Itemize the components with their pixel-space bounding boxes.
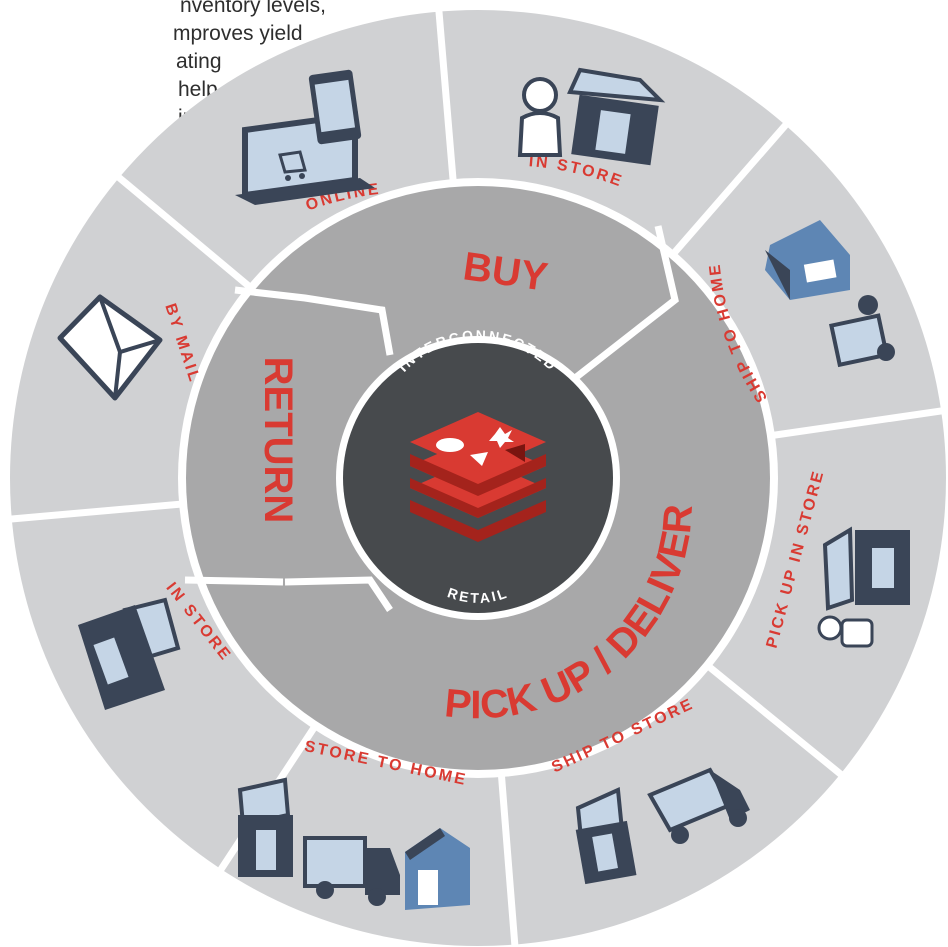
stack-logo-icon xyxy=(410,412,546,542)
phase-return-label: RETURN xyxy=(256,357,300,524)
store-truck-icon xyxy=(575,767,750,885)
laptop-phone-icon xyxy=(235,69,375,205)
store-return-icon xyxy=(78,597,181,710)
center-bottom-label: RETAIL xyxy=(445,584,510,606)
person-store-icon xyxy=(517,67,666,166)
intro-line: help xyxy=(178,78,218,101)
intro-line: nventory levels, xyxy=(180,0,326,17)
intro-text: nventory levels, mproves yield ating hel… xyxy=(0,0,326,132)
intro-line: ating xyxy=(176,50,222,73)
store-truck-house-icon xyxy=(237,777,470,910)
store-person-icon xyxy=(817,526,910,648)
house-delivery-icon xyxy=(765,220,895,368)
envelope-icon xyxy=(57,294,163,401)
intro-line: mproves yield xyxy=(173,22,303,45)
